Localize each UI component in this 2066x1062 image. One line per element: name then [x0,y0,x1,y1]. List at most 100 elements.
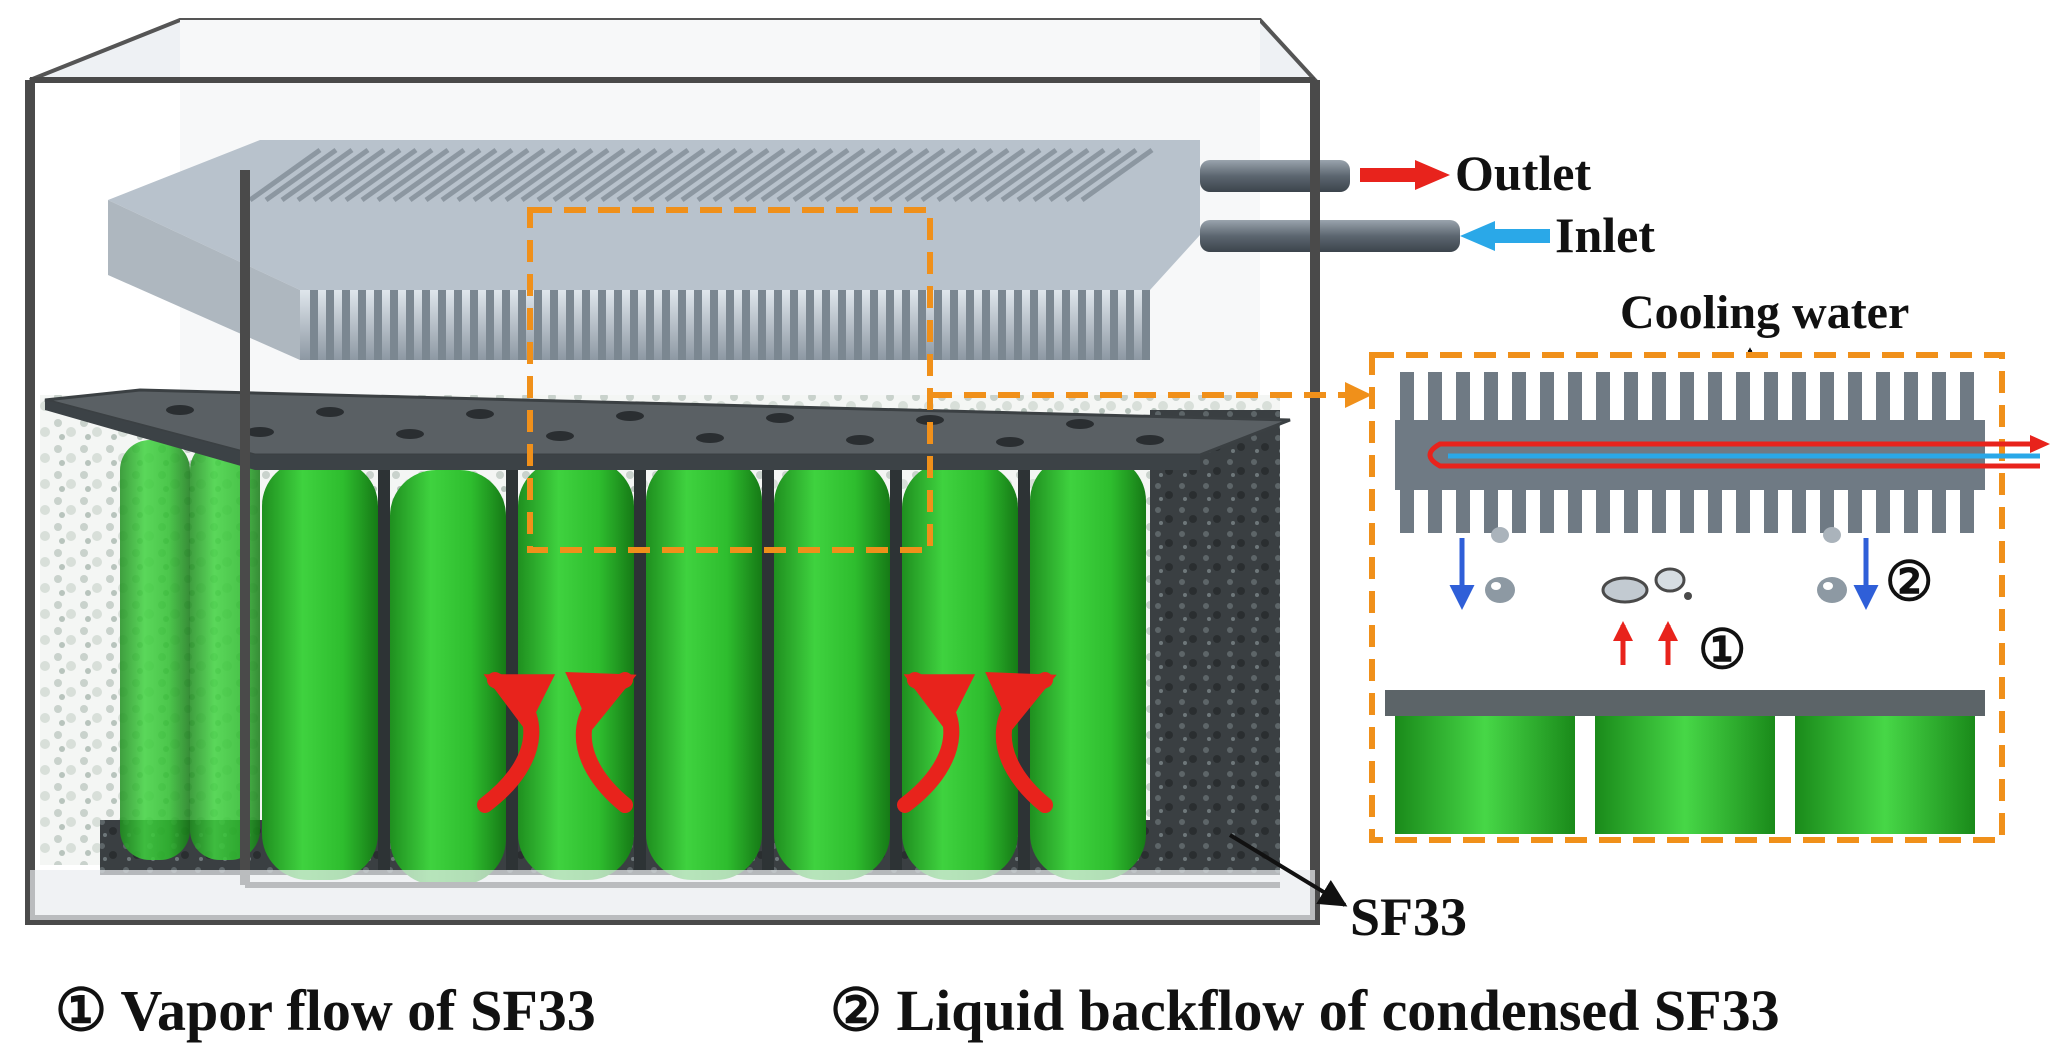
condenser-fin [774,290,782,360]
condenser-fin-top [296,147,370,203]
inset-fin-top [1708,372,1722,422]
inset-fin-top [1484,372,1498,422]
convection-arrow-1 [477,672,556,813]
condenser-fin [1030,290,1038,360]
legend-item-liquid-backflow: ② Liquid backflow of condensed SF33 [830,978,1780,1043]
condenser-fin [470,290,478,360]
condenser-fin [1046,290,1054,360]
condenser-fin-top [664,147,738,203]
inset-fin-top [1680,372,1694,422]
condenser-fin-top [424,147,498,203]
condenser-fin [694,290,702,360]
condenser-fin [1078,290,1086,360]
inset-fin-bottom [1960,488,1974,533]
condenser-fin-top [600,147,674,203]
inset-fin-bottom [1624,488,1638,533]
condenser-fin-top [520,147,594,203]
condenser-fin [966,290,974,360]
condenser-fin [502,290,510,360]
cooling-water-label: Cooling water [1620,286,1909,339]
condenser-fin-top [568,147,642,203]
condenser-fin-top [840,147,914,203]
condenser-fin [806,290,814,360]
condenser-fin-top [472,147,546,203]
condenser-fin [998,290,1006,360]
battery-cell-1 [262,460,378,880]
condenser-fin [390,290,398,360]
perforated-plate [44,388,1291,470]
inset-fin-top [1904,372,1918,422]
zoom-inset: Cooling water ② [1369,286,2050,843]
convection-arrow-2 [565,672,637,813]
condenser-fin [310,290,318,360]
condenser-fin-top [760,147,834,203]
condenser-fin-top [1000,147,1074,203]
label-circle-1: ① [1698,620,1746,680]
condenser-fin [950,290,958,360]
condenser-fin-top [1032,147,1106,203]
condenser-fin-top [728,147,802,203]
inset-cell-1 [1395,716,1575,834]
inset-fin-bottom [1708,488,1722,533]
battery-cell-3 [518,460,634,880]
inset-fin-top [1540,372,1554,422]
condenser-fin-top [680,147,754,203]
condenser-fin-top [936,147,1010,203]
condenser-fin-top [808,147,882,203]
condenser-fin-top [712,147,786,203]
condenser-fin-top [616,147,690,203]
condenser-fin [534,290,542,360]
sf33-callout: SF33 [1228,833,1467,947]
inset-fin-top [1820,372,1834,422]
condenser-fin-top [1080,147,1154,203]
condenser-fin [326,290,334,360]
condenser-fin-top [440,147,514,203]
inset-cell-2 [1595,716,1775,834]
condensed-droplets-right: ② [1817,527,1933,612]
sf33-pointer [1228,833,1348,907]
condenser-fin [710,290,718,360]
condenser-fin [358,290,366,360]
condenser-fin-top [632,147,706,203]
label-circle-2: ② [1885,552,1933,612]
inlet-pipe [1200,220,1460,252]
fin-lines [248,147,1154,360]
condenser-fin [886,290,894,360]
condensed-droplets-left [1449,527,1515,610]
inset-fin-top [1876,372,1890,422]
convection-arrow-4 [985,672,1057,813]
condenser-fin-top [776,147,850,203]
condenser-fin-top [824,147,898,203]
condenser-fin [1126,290,1134,360]
inset-fin-top [1624,372,1638,422]
inset-plate [1385,690,1985,716]
condenser-fin [790,290,798,360]
outlet-pipe [1200,160,1320,192]
condenser-fin [630,290,638,360]
inlet-label: Inlet [1555,207,1655,263]
legend: ① Vapor flow of SF33 ② Liquid backflow o… [55,978,1780,1043]
condenser-fin-top [888,147,962,203]
inset-fin-top [1568,372,1582,422]
condenser-fin [342,290,350,360]
condenser-fin-top [264,147,338,203]
condenser-fin [486,290,494,360]
condenser-fin [566,290,574,360]
condenser-fin [598,290,606,360]
inset-fin-top [1736,372,1750,422]
back-cells [120,440,260,860]
inset-fin-bottom [1848,488,1862,533]
condenser-fin [422,290,430,360]
inset-fin-top [1652,372,1666,422]
inset-fin-top [1848,372,1862,422]
inset-fin-bottom [1568,488,1582,533]
condenser-fin [982,290,990,360]
convection-arrows [477,672,1057,813]
condenser-fin [438,290,446,360]
inset-fin-top [1932,372,1946,422]
condenser-fin-top [328,147,402,203]
condenser-fin [902,290,910,360]
condenser-fin-top [360,147,434,203]
battery-cells [262,455,1146,885]
battery-cell-4 [646,455,762,880]
